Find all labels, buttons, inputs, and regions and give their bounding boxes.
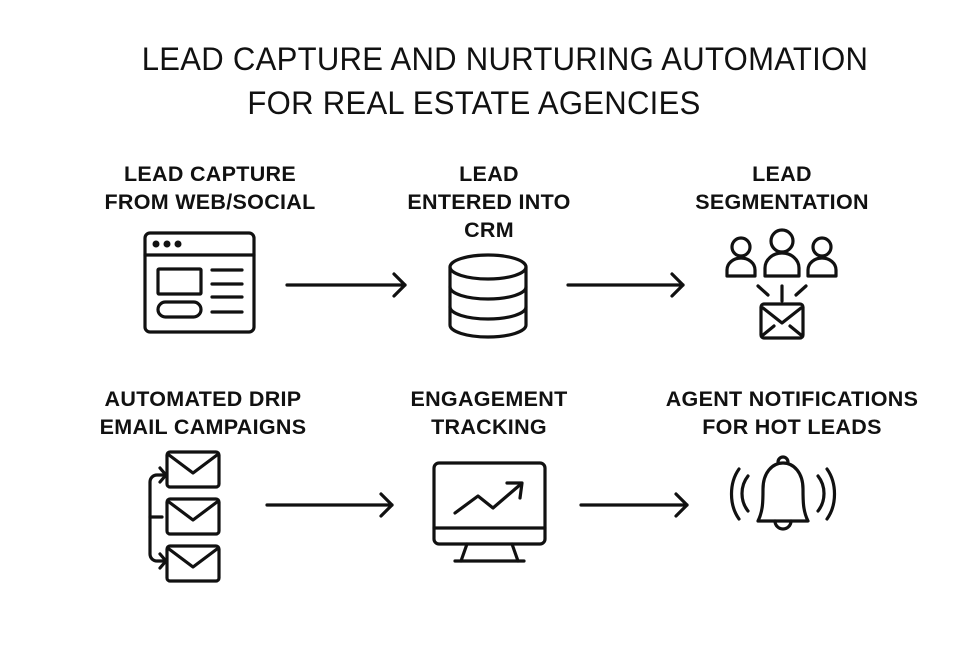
user-center-icon [763,228,801,278]
user-right-icon [806,236,838,278]
email-sequence-icon [148,450,221,583]
database-icon [448,253,528,339]
label-line: FOR HOT LEADS [702,415,882,439]
label-line: ENGAGEMENT [410,387,568,411]
label-line: FROM WEB/SOCIAL [104,190,316,214]
user-group-email-icon [725,228,838,340]
diagram-title-line-1: LEAD CAPTURE AND NURTURING AUTOMATION [141,41,869,77]
email-icon-2 [165,497,221,536]
label-line: LEAD CAPTURE [123,162,297,186]
step-label-agent-notify: AGENT NOTIFICATIONS FOR HOT LEADS [632,385,952,441]
label-line: AGENT NOTIFICATIONS [665,387,919,411]
email-icon-1 [165,450,221,489]
web-form-icon [143,231,256,334]
email-icon-3 [165,544,221,583]
monitor-chart-icon [432,461,547,563]
label-line: ENTERED INTO [407,190,571,214]
ringing-bell-icon [729,455,837,531]
label-line: LEAD [459,162,519,186]
flow-arrow-engagement-to-notify [579,492,689,518]
email-envelope-icon [759,302,805,340]
step-label-segmentation: LEAD SEGMENTATION [622,160,942,216]
flow-arrow-capture-to-crm [285,272,407,298]
flow-arrow-crm-to-segmentation [566,272,685,298]
label-line: LEAD [752,162,812,186]
user-left-icon [725,236,757,278]
step-label-drip-email: AUTOMATED DRIP EMAIL CAMPAIGNS [43,385,363,441]
label-line: EMAIL CAMPAIGNS [99,415,307,439]
step-label-crm-entry: LEAD ENTERED INTO CRM [329,160,649,244]
diagram-title-line-2: FOR REAL ESTATE AGENCIES [247,85,701,121]
step-label-lead-capture: LEAD CAPTURE FROM WEB/SOCIAL [50,160,370,216]
label-line: AUTOMATED DRIP [104,387,302,411]
step-label-engagement: ENGAGEMENT TRACKING [329,385,649,441]
label-line: CRM [464,218,514,242]
label-line: SEGMENTATION [695,190,869,214]
flow-arrow-drip-to-engagement [265,492,394,518]
label-line: TRACKING [431,415,547,439]
